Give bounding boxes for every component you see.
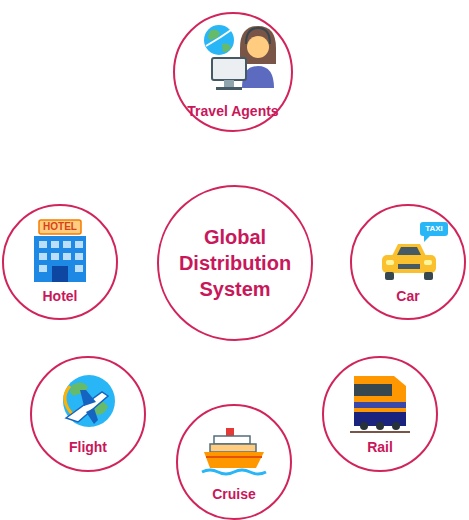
headset	[246, 28, 270, 44]
globe-shape	[204, 25, 234, 55]
train-wheel	[376, 422, 384, 430]
window	[51, 253, 59, 260]
node-label: Hotel	[10, 287, 110, 305]
node-label: Global Distribution System	[173, 224, 297, 302]
taxi-icon	[382, 222, 448, 280]
node-label: Cruise	[184, 485, 284, 503]
taxi-bubble	[420, 222, 448, 236]
hotel-circle: Hotel	[2, 204, 118, 320]
monitor-base	[216, 87, 242, 90]
window	[39, 241, 47, 248]
window	[63, 241, 71, 248]
globe-land	[208, 29, 231, 52]
flight-icon	[63, 375, 115, 427]
agent-body	[242, 66, 274, 88]
train-windows	[354, 384, 392, 396]
ship-funnel	[226, 428, 234, 437]
window	[51, 241, 59, 248]
water-wave	[202, 470, 266, 474]
hotel-windows	[39, 241, 83, 272]
car-wheel	[424, 272, 433, 280]
node-label: Travel Agents	[175, 102, 291, 120]
cruise-circle: Cruise	[176, 404, 292, 520]
car-roof	[392, 244, 426, 256]
train-wheel	[392, 422, 400, 430]
car-light	[424, 260, 432, 265]
car-light	[386, 260, 394, 265]
orbit-line	[65, 386, 74, 416]
flight-circle: Flight	[30, 356, 146, 472]
train-body	[354, 376, 406, 426]
ship-deck	[214, 436, 250, 444]
ship-deck	[210, 444, 256, 452]
window	[63, 253, 71, 260]
car-wheel	[385, 272, 394, 280]
plane-path	[206, 28, 234, 46]
ship-hull	[204, 452, 264, 468]
rail-circle: Rail	[322, 356, 438, 472]
hotel-door	[52, 266, 68, 282]
train-wheel	[360, 422, 368, 430]
globe-shape	[63, 375, 115, 427]
car-body	[382, 255, 436, 273]
car-window	[397, 247, 421, 255]
train-base	[354, 412, 406, 426]
hotel-building	[34, 236, 86, 282]
car-circle: Car	[350, 204, 466, 320]
rail-track	[350, 431, 410, 433]
gds-hub-circle: Global Distribution System	[157, 185, 313, 341]
travel-agents-circle: Travel Agents	[173, 12, 293, 132]
globe-land	[70, 382, 108, 418]
window	[75, 265, 83, 272]
window	[75, 253, 83, 260]
hotel-sign	[39, 220, 81, 234]
window	[39, 253, 47, 260]
bubble-tail	[424, 236, 430, 242]
travel-agent-icon	[204, 25, 276, 90]
train-icon	[350, 376, 410, 432]
monitor	[212, 58, 246, 80]
hotel-icon	[34, 220, 86, 282]
window	[75, 241, 83, 248]
cruise-icon	[202, 428, 266, 474]
train-stripe	[354, 402, 406, 408]
airplane-wing	[80, 390, 98, 424]
agent-face	[247, 36, 269, 58]
hull-stripe	[206, 456, 262, 458]
node-label: Car	[358, 287, 458, 305]
window	[39, 265, 47, 272]
car-grille	[398, 264, 420, 269]
agent-hair	[240, 26, 276, 64]
monitor-stand	[224, 80, 234, 87]
node-label: Flight	[38, 438, 138, 456]
airplane-body	[66, 392, 108, 422]
node-label: Rail	[330, 438, 430, 456]
